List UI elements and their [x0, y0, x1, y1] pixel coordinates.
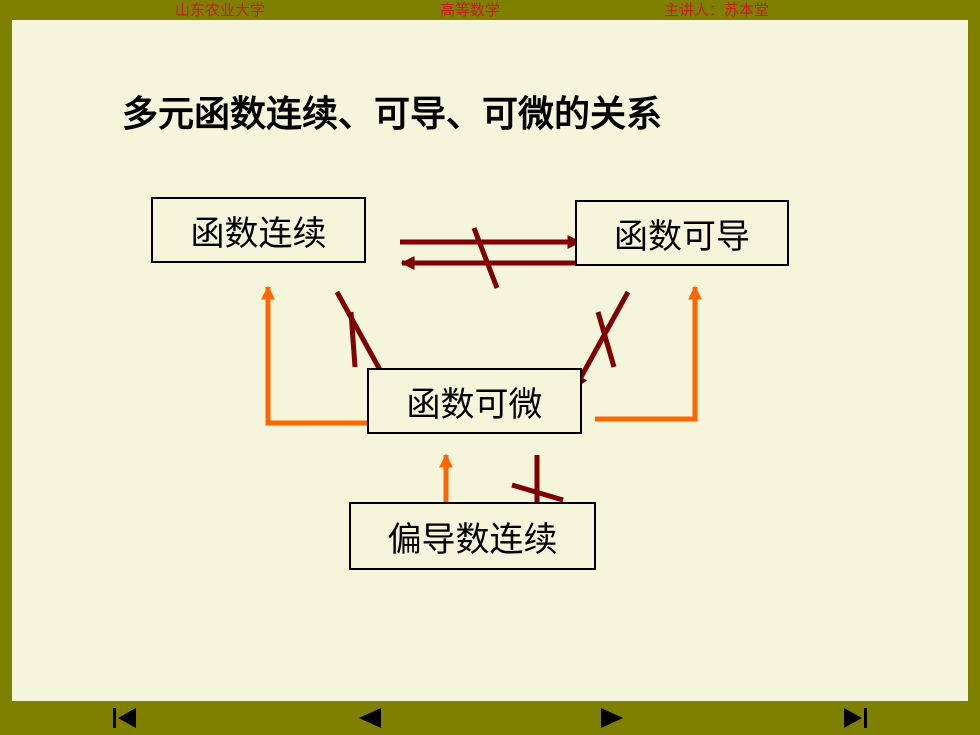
arrow-differentiable-to-continuous	[261, 285, 378, 426]
node-differentiable: 函数可微	[367, 368, 582, 434]
slide-canvas	[12, 20, 968, 701]
next-slide-button[interactable]	[592, 701, 632, 735]
arrow-derivable-to-differentiable	[572, 290, 631, 390]
last-slide-button[interactable]	[836, 701, 876, 735]
node-derivable: 函数可导	[575, 200, 789, 266]
header-lecturer: 主讲人：苏本堂	[664, 1, 770, 19]
header-university: 山东农业大学	[175, 1, 266, 19]
last-slide-icon	[844, 708, 867, 728]
first-slide-button[interactable]	[104, 701, 144, 735]
previous-slide-icon	[359, 708, 381, 728]
negation-slash-right	[595, 311, 617, 368]
next-slide-icon	[601, 708, 623, 728]
negation-slash-left	[348, 311, 358, 368]
first-slide-icon	[113, 708, 136, 728]
node-partial-continuous: 偏导数连续	[349, 502, 596, 570]
header-bar: 山东农业大学 高等数学 主讲人：苏本堂	[0, 0, 980, 20]
slide-title: 多元函数连续、可导、可微的关系	[122, 94, 663, 135]
arrow-differentiable-to-derivable	[595, 285, 702, 422]
negation-slash-bottom	[511, 482, 564, 503]
previous-slide-button[interactable]	[350, 701, 390, 735]
node-continuous: 函数连续	[151, 197, 366, 263]
negation-slash-top	[471, 227, 500, 289]
navigation-bar	[0, 701, 980, 735]
header-course: 高等数学	[440, 1, 501, 19]
